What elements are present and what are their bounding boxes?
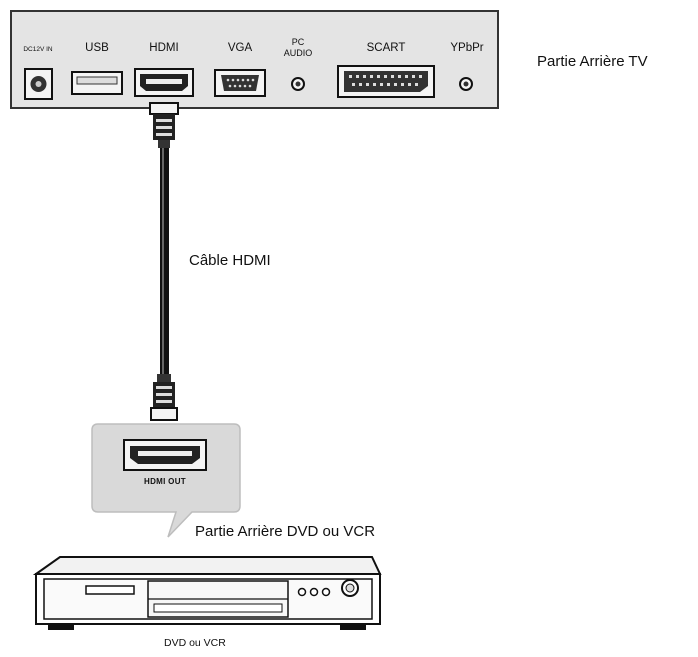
pc-audio-jack-icon xyxy=(291,77,305,91)
ypbpr-jack-icon xyxy=(459,77,473,91)
hdmi-port-icon xyxy=(134,68,194,97)
tv-back-caption: Partie Arrière TV xyxy=(537,53,648,70)
dvd-device-caption: DVD ou VCR xyxy=(164,637,226,649)
port-label-dc12v-in: DC12V IN xyxy=(23,46,53,53)
port-label-ypbpr: YPbPr xyxy=(450,42,484,54)
port-label-vga: VGA xyxy=(227,42,253,54)
port-label-usb: USB xyxy=(85,42,109,54)
hdmi-cable-caption: Câble HDMI xyxy=(189,252,271,269)
hdmi-out-label: HDMI OUT xyxy=(144,477,186,486)
hdmi-plug-top-icon xyxy=(149,102,179,148)
port-label-scart: SCART xyxy=(366,42,406,54)
hdmi-plug-bottom-icon xyxy=(150,374,178,421)
vga-port-icon xyxy=(214,69,266,97)
dvd-device-icon xyxy=(32,556,382,630)
dvd-back-caption: Partie Arrière DVD ou VCR xyxy=(195,523,376,540)
port-label-pc-audio: PC AUDIO xyxy=(283,37,313,58)
usb-port-icon xyxy=(71,71,123,95)
scart-port-icon xyxy=(337,65,435,98)
port-label-hdmi: HDMI xyxy=(149,42,179,54)
hdmi-out-port-icon xyxy=(123,439,207,471)
dc-jack-icon xyxy=(24,68,53,100)
hdmi-cable xyxy=(149,102,179,421)
